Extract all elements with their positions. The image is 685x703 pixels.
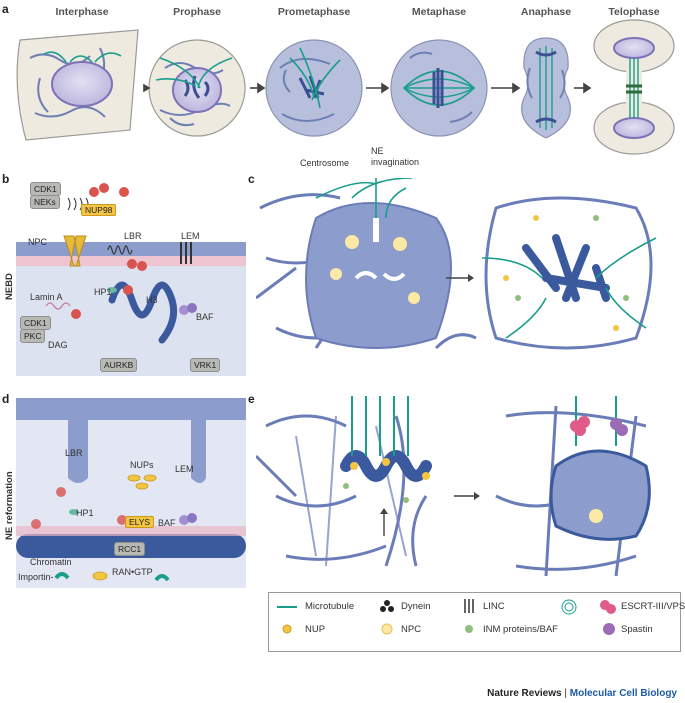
panel-a-label: a [2, 2, 9, 16]
elys-box: ELYS [125, 516, 155, 528]
phase-title-anaphase: Anaphase [520, 6, 572, 18]
nup98-box: NUP98 [81, 204, 117, 216]
journal-footer: Nature Reviews | Molecular Cell Biology [0, 688, 677, 699]
phase-title-metaphase: Metaphase [411, 6, 467, 18]
pkc-box: PKC [20, 329, 46, 343]
cdk1-box-2: CDK1 [20, 316, 51, 330]
h3-label: H3 [146, 295, 158, 305]
d-baf-label: BAF [158, 518, 176, 528]
cdk1-box: CDK1 [30, 182, 61, 196]
ne-invagination-label-1: NE [371, 146, 384, 156]
legend-linc: LINC [483, 601, 505, 612]
cell-anaphase [521, 37, 571, 139]
panel-e-label: e [248, 392, 255, 406]
panel-e-diagram [256, 396, 651, 577]
panel-a-cell-cycle [16, 19, 675, 155]
phase-title-telophase: Telophase [608, 6, 660, 18]
panel-d-diagram [16, 398, 246, 588]
legend-escrt: ESCRT-III/VPS4 [621, 601, 685, 612]
ne-invagination-label-2: invagination [371, 157, 420, 167]
legend-inm: INM proteins/BAF [483, 624, 558, 635]
lamin-a-label: Lamin A [30, 292, 63, 302]
chromatin-label: Chromatin [30, 557, 72, 567]
legend-dynein: Dynein [401, 601, 431, 612]
importin-label: Importin- [18, 572, 54, 582]
panel-c-label: c [248, 172, 255, 186]
hp1-label: HP1 [94, 287, 112, 297]
lem-label: LEM [181, 231, 200, 241]
legend-icons [277, 599, 616, 635]
neks-box: NEKs [30, 195, 60, 209]
phase-title-prometaphase: Prometaphase [277, 6, 351, 18]
panel-b-label: b [2, 172, 10, 186]
d-lbr-label: LBR [65, 448, 83, 458]
cell-prophase [148, 39, 246, 137]
cell-telophase [593, 19, 675, 155]
legend-npc: NPC [401, 624, 422, 635]
centrosome-label: Centrosome [300, 158, 350, 168]
lbr-label: LBR [124, 231, 142, 241]
cell-prometaphase [265, 39, 363, 137]
dag-label: DAG [48, 340, 68, 350]
d-nups-label: NUPs [130, 460, 154, 470]
legend-box: Microtubule NUP Dynein NPC LINC INM prot… [268, 592, 685, 652]
legend-nup: NUP [305, 624, 326, 635]
npc-label: NPC [28, 237, 48, 247]
panel-c-diagram [256, 178, 657, 350]
cell-metaphase [390, 39, 488, 137]
journal-section: Molecular Cell Biology [569, 688, 677, 699]
vrk1-box: VRK1 [190, 358, 221, 372]
baf-label: BAF [196, 312, 214, 322]
d-lem-label: LEM [175, 464, 194, 474]
journal-name: Nature Reviews [487, 688, 562, 699]
panel-b-diagram [16, 183, 246, 376]
panel-d-label: d [2, 392, 10, 406]
rcc1-box: RCC1 [114, 542, 146, 556]
d-hp1-label: HP1 [76, 508, 94, 518]
legend-spastin: Spastin [621, 624, 653, 635]
legend-microtubule: Microtubule [305, 601, 355, 612]
ran-gtp-label: RAN•GTP [112, 567, 153, 577]
side-label-ne-reformation: NE reformation [4, 471, 15, 540]
phase-title-prophase: Prophase [173, 6, 221, 18]
side-label-nebd: NEBD [4, 273, 15, 300]
journal-separator: | [564, 688, 567, 699]
phase-title-interphase: Interphase [55, 6, 109, 18]
cell-interphase [16, 29, 139, 141]
aurkb-box: AURKB [100, 358, 138, 372]
